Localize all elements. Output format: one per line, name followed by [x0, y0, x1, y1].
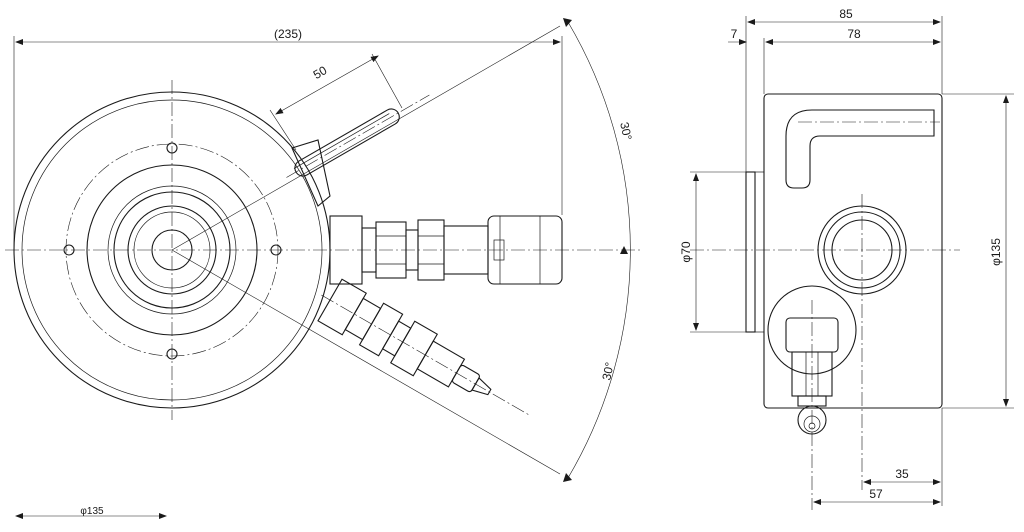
width-dimension-text: (235) — [274, 27, 302, 41]
port-35-text: 35 — [895, 467, 909, 481]
side-view: 85 7 78 φ70 φ135 35 57 — [679, 7, 1014, 510]
port-57-text: 57 — [869, 487, 883, 501]
bottom-dimension-text: φ135 — [80, 506, 104, 517]
front-view: (235) 50 30° 30° φ135 — [5, 18, 640, 519]
bolt-hole-right — [270, 244, 282, 256]
bolt-hole-top — [166, 142, 178, 154]
angle-lower-text: 30° — [599, 361, 617, 382]
ring-circle-3 — [113, 191, 231, 309]
side-body — [763, 93, 943, 409]
angle-leader-upper — [171, 25, 561, 251]
total-dimension-text: 85 — [839, 7, 853, 21]
flange-dimension-text: 7 — [731, 27, 738, 41]
body-dimension-text: 78 — [847, 27, 861, 41]
ring-circle-5 — [133, 211, 211, 289]
angle-leader-lower — [171, 249, 561, 475]
handle-dimension-line — [275, 55, 379, 115]
center-bore-circle — [151, 229, 193, 271]
side-lower-coupler — [767, 285, 857, 510]
angle-upper-text: 30° — [617, 121, 635, 142]
side-handle — [785, 109, 935, 189]
bolt-hole-left — [63, 244, 75, 256]
lower-coupler — [317, 278, 530, 416]
angle-arc — [567, 21, 631, 479]
pilot-dia-text: φ70 — [679, 241, 693, 262]
handle — [286, 94, 430, 178]
pilot-flange — [745, 171, 756, 333]
bolt-hole-bottom — [166, 348, 178, 360]
handle-dimension-text: 50 — [311, 63, 330, 82]
ring-circle-2 — [107, 185, 237, 315]
outer-chamfer-circle — [21, 99, 323, 401]
handle-boss — [291, 139, 331, 207]
ring-circle-4 — [127, 205, 217, 295]
bolt-circle — [65, 143, 279, 357]
quick-coupler-socket — [487, 215, 563, 285]
ring-circle-1 — [86, 164, 258, 336]
outer-dia-text: φ135 — [989, 238, 1003, 266]
right-coupler — [329, 215, 563, 285]
